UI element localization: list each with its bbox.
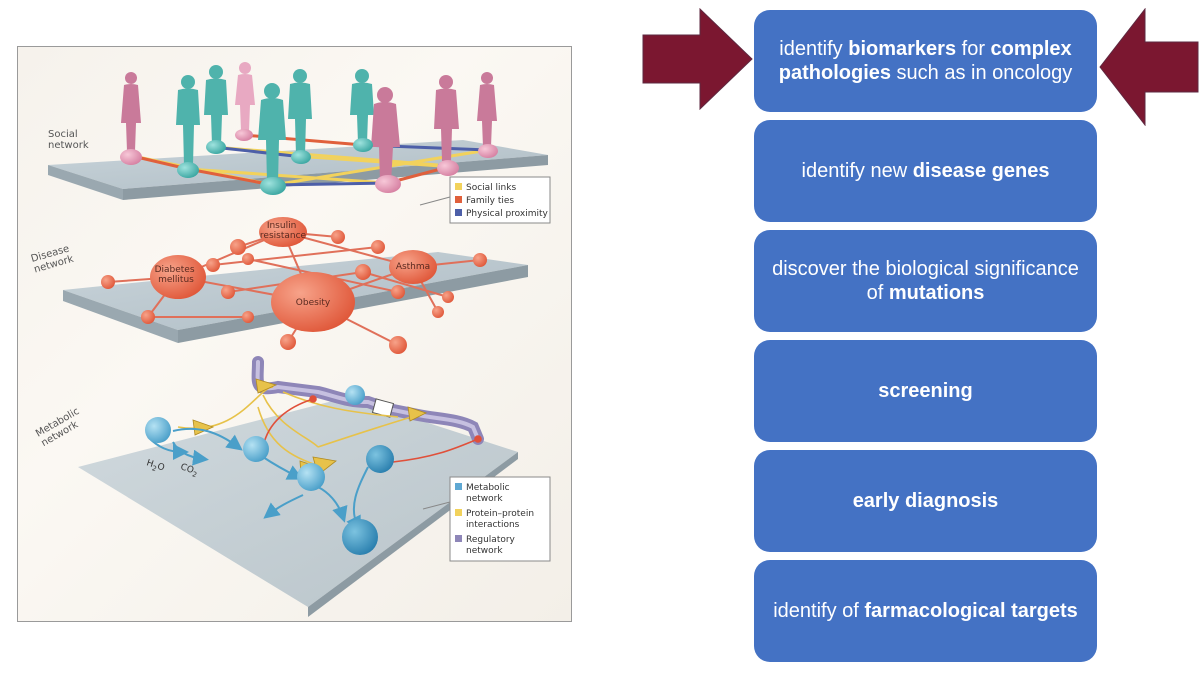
regulatory-swatch	[455, 535, 462, 542]
co2-label: CO2	[178, 462, 199, 479]
right-pointing-arrow-icon	[642, 8, 753, 110]
legend-physical-proximity: Physical proximity	[466, 209, 549, 219]
person-figure	[204, 65, 228, 145]
box-text-bold: disease genes	[912, 160, 1050, 182]
box-text-bold: mutations	[888, 282, 985, 304]
person-figure	[434, 75, 459, 161]
box-text: screening	[878, 379, 972, 403]
physical-proximity-swatch	[455, 209, 462, 216]
diabetes-mellitus-label: Diabetes mellitus	[155, 265, 198, 285]
metabolic-network-layer: H2O CO2 Metabolic network Metabolic netw…	[34, 356, 551, 617]
screening-box: screening	[754, 340, 1097, 442]
metabolic-layer-label: Metabolic network	[34, 404, 90, 449]
box-text-regular: discover the biological significance of	[772, 258, 1079, 304]
obesity-label: Obesity	[296, 298, 331, 308]
diabetes-node	[150, 255, 206, 299]
person-figure	[235, 62, 255, 131]
asthma-node	[389, 250, 437, 284]
legend-protein-protein: Protein–protein interactions	[466, 509, 537, 530]
legend-social-links: Social links	[466, 183, 516, 193]
people-figures	[121, 62, 497, 183]
box-text: identify biomarkers for complex patholog…	[768, 37, 1083, 85]
disease-genes-box: identify new disease genes	[754, 120, 1097, 222]
social-legend: Social links Family ties Physical proxim…	[419, 176, 551, 224]
asthma-label: Asthma	[396, 262, 430, 272]
obesity-node	[271, 272, 355, 332]
disease-network-layer: Insulin resistance Diabetes mellitus Ast…	[30, 217, 528, 354]
social-links-swatch	[455, 183, 462, 190]
box-text-regular: such as in oncology	[891, 62, 1073, 84]
box-text: early diagnosis	[853, 489, 999, 513]
legend-family-ties: Family ties	[466, 196, 514, 206]
box-text-regular: for	[956, 38, 991, 60]
box-text: identify of farmacological targets	[773, 599, 1078, 623]
box-text-regular: identify new	[801, 160, 913, 182]
box-text-bold: screening	[878, 380, 973, 402]
mutations-box: discover the biological significance of …	[754, 230, 1097, 332]
network-figure: Social network Social links Family ties …	[17, 46, 572, 622]
person-figure	[121, 72, 141, 151]
person-figure	[288, 69, 312, 155]
disease-nodes	[101, 217, 487, 354]
social-network-layer: Social network Social links Family ties …	[48, 62, 551, 224]
insulin-resistance-node	[259, 217, 307, 247]
protein-swatch	[455, 509, 462, 516]
person-figure	[371, 87, 400, 183]
box-text-bold: complex pathologies	[778, 38, 1072, 84]
box-text: identify new disease genes	[802, 159, 1050, 183]
disease-layer-label: Disease network	[30, 243, 77, 276]
water-label: H2O	[144, 458, 165, 475]
insulin-resistance-label: Insulin resistance	[260, 221, 307, 241]
metabolite-nodes	[145, 385, 394, 555]
social-layer-label: Social network	[48, 129, 89, 151]
person-figure	[258, 83, 286, 183]
social-nodes	[120, 129, 498, 195]
box-text-bold: early diagnosis	[852, 490, 999, 512]
box-text-regular: identify	[779, 38, 849, 60]
metabolic-legend: Metabolic network Protein–protein intera…	[422, 476, 551, 562]
person-figure	[477, 72, 497, 147]
metabolic-swatch	[455, 483, 462, 490]
box-text-regular: identify of	[773, 600, 865, 622]
pharmacological-targets-box: identify of farmacological targets	[754, 560, 1097, 662]
person-figure	[350, 69, 374, 143]
legend-regulatory: Regulatory network	[466, 535, 518, 556]
legend-metabolic: Metabolic network	[466, 483, 512, 504]
network-layers-illustration: Social network Social links Family ties …	[30, 62, 551, 617]
box-text-bold: biomarkers	[848, 38, 957, 60]
left-pointing-arrow-icon	[1099, 8, 1199, 126]
early-diagnosis-box: early diagnosis	[754, 450, 1097, 552]
person-figure	[176, 75, 200, 165]
box-text-bold: farmacological targets	[864, 600, 1078, 622]
family-ties-swatch	[455, 196, 462, 203]
box-text: discover the biological significance of …	[768, 257, 1083, 305]
biomarkers-box: identify biomarkers for complex patholog…	[754, 10, 1097, 112]
